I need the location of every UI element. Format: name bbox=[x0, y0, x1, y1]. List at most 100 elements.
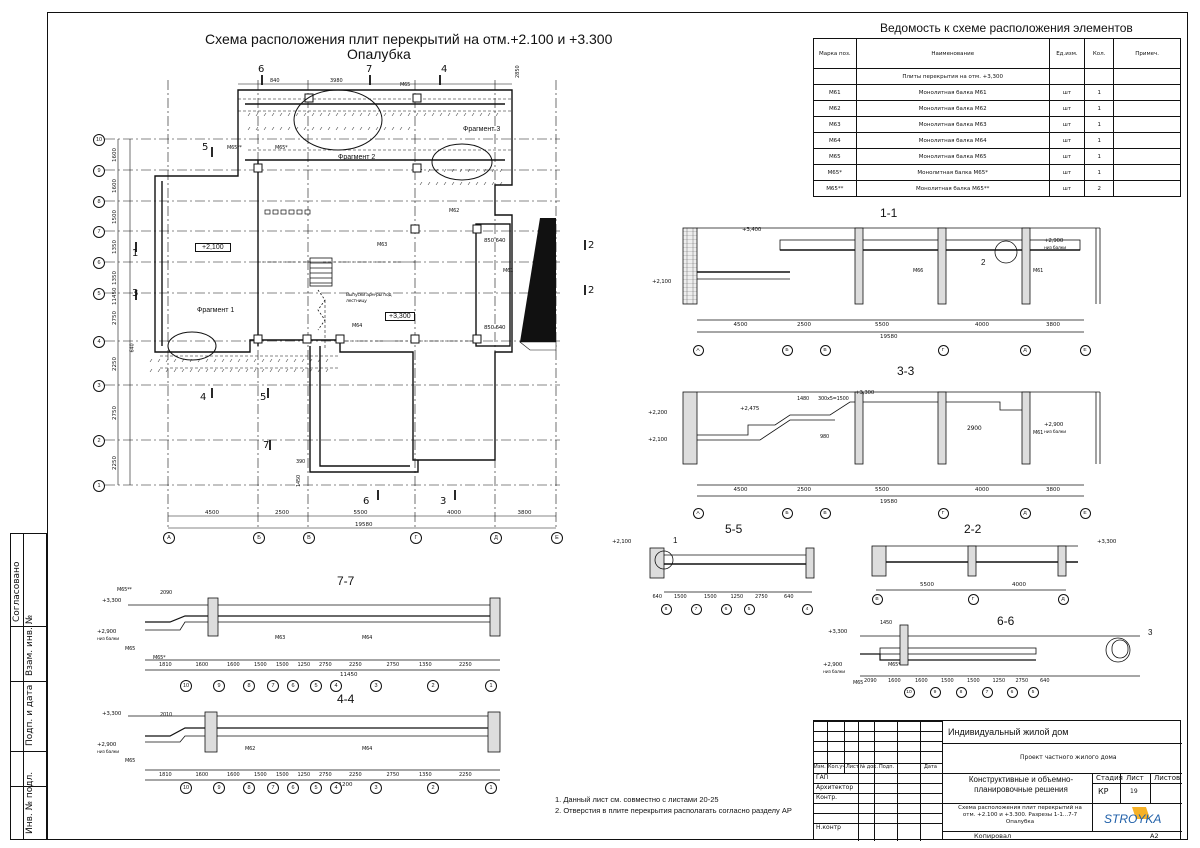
section-77-title: 7-7 bbox=[337, 574, 355, 588]
s77-m65s: М65* bbox=[153, 655, 166, 661]
s11-dim-4: 3800 bbox=[1046, 322, 1060, 328]
s44-level-note: низ балки bbox=[97, 750, 119, 755]
s55-axis-3: 5 bbox=[743, 603, 755, 615]
s11-axis-2: В bbox=[819, 344, 831, 356]
s66-m65s: М65* bbox=[888, 662, 901, 668]
s77-m65ss: М65** bbox=[117, 587, 132, 593]
s22-axis-0: В bbox=[871, 593, 883, 605]
s77-dim-1: 1600 bbox=[195, 662, 209, 668]
s66-dim-1: 1600 bbox=[888, 678, 901, 684]
plan-section-mark-8: 4 bbox=[200, 392, 207, 403]
s77-axis-6: 4 bbox=[330, 680, 342, 692]
s44-dim-6: 2750 bbox=[319, 772, 332, 778]
s66-dim-3: 1500 bbox=[941, 678, 954, 684]
s44-m62: М62 bbox=[245, 746, 256, 752]
plan-m63: М63 bbox=[377, 242, 388, 248]
s33-axis-0: А bbox=[692, 507, 704, 519]
plan-section-mark-10: 6 bbox=[363, 496, 370, 507]
s44-level-bottom: +2,900 bbox=[97, 742, 117, 748]
plan-section-mark-0: 6 bbox=[258, 64, 265, 75]
s77-axis-8: 2 bbox=[427, 680, 439, 692]
s77-dim-4: 1500 bbox=[276, 662, 289, 668]
s44-dim-2: 1600 bbox=[227, 772, 240, 778]
plan-section-mark-1: 7 bbox=[366, 64, 373, 75]
tb-copied: Копировал bbox=[974, 832, 1012, 840]
s11-axis-4: Д bbox=[1019, 344, 1031, 356]
plan-dim-bottom-4: 3800 bbox=[517, 510, 532, 516]
plan-axis-row-2: 8 bbox=[93, 196, 105, 208]
tb-sheet-title: Схема расположения плит перекрытий на от… bbox=[958, 805, 1082, 825]
s77-d2090: 2090 bbox=[160, 590, 172, 596]
s44-dim-8: 2750 bbox=[386, 772, 400, 778]
level-center-label: +3,300 bbox=[385, 312, 415, 321]
fragment3-label: Фрагмент 3 bbox=[463, 126, 501, 133]
s77-axis-0: 10 bbox=[180, 680, 192, 692]
s44-dim-7: 2250 bbox=[349, 772, 362, 778]
s66-axis-4: 6 bbox=[1006, 686, 1018, 698]
s66-level-bottom: +2,900 bbox=[823, 662, 843, 668]
s77-dim-2: 1600 bbox=[227, 662, 240, 668]
s55-level: +2,100 bbox=[612, 539, 632, 545]
stroyka-logo: STROYKA bbox=[1102, 805, 1172, 829]
plan-axis-row-4: 6 bbox=[93, 257, 105, 269]
sched-cell-6-4 bbox=[1113, 180, 1181, 197]
tb-col-izm: Изм. bbox=[814, 764, 826, 770]
schedule-table: Марка поз. Наименование Ед.изм. Кол. При… bbox=[813, 38, 1181, 197]
plan-axis-col-0: А bbox=[163, 532, 175, 544]
logo-mark-icon: STROYKA bbox=[1104, 807, 1161, 826]
s33-axis-4: Д bbox=[1019, 507, 1031, 519]
s33-m61: М61 bbox=[1033, 430, 1044, 436]
s44-dim-4: 1500 bbox=[276, 772, 289, 778]
s55-dim-0: 640 bbox=[652, 594, 663, 600]
s55-dim-1: 1500 bbox=[674, 594, 687, 600]
s44-m65: М65 bbox=[125, 758, 136, 764]
s66-level-top: +3,300 bbox=[828, 629, 848, 635]
plan-section-mark-2: 4 bbox=[441, 64, 448, 75]
s44-dim-3: 1500 bbox=[254, 772, 267, 778]
note-2: 2. Отверстия в плите перекрытия располаг… bbox=[555, 806, 792, 815]
s66-level-note: низ балки bbox=[823, 670, 845, 675]
s33-axis-3: Г bbox=[937, 507, 949, 519]
plan-m62: М62 bbox=[449, 208, 460, 214]
s22-dim-1: 4000 bbox=[1012, 582, 1026, 588]
s77-dim-9: 1350 bbox=[419, 662, 432, 668]
plan-dim-850b: 850 640 bbox=[484, 325, 506, 331]
s66-m65: М65 bbox=[853, 680, 864, 686]
plan-subtitle: Опалубка bbox=[347, 46, 411, 62]
s11-dim-0: 4500 bbox=[733, 322, 748, 328]
title-block: Изм. Кол.уч. Лист № док. Подп. Дата ГАП … bbox=[813, 720, 1182, 841]
sched-header-mark: Марка поз. bbox=[813, 38, 857, 69]
s77-axis-3: 7 bbox=[267, 680, 279, 692]
s77-axis-7: 3 bbox=[370, 680, 382, 692]
plan-section-mark-12: 2 bbox=[588, 240, 595, 251]
s33-axis-1: Б bbox=[781, 507, 793, 519]
s44-dim-total: 11200 bbox=[335, 782, 353, 788]
s44-axis-2: 8 bbox=[243, 782, 255, 794]
tb-subtitle: Проект частного жилого дома bbox=[1020, 754, 1117, 761]
tb-section: Конструктивные и объемно-планировочные р… bbox=[968, 775, 1074, 794]
s66-axis-0: 10 bbox=[903, 686, 915, 698]
s44-axis-8: 2 bbox=[427, 782, 439, 794]
tb-role-kontr: Контр. bbox=[816, 794, 838, 801]
s66-axis-1: 9 bbox=[929, 686, 941, 698]
section-22-title: 2-2 bbox=[964, 522, 982, 536]
s44-dim-5: 1250 bbox=[297, 772, 311, 778]
plan-axis-row-6: 4 bbox=[93, 336, 105, 348]
plan-dim-390: 390 bbox=[296, 459, 305, 465]
s77-level-note: низ балки bbox=[97, 637, 119, 642]
logo-text: STROYKA bbox=[1104, 812, 1161, 826]
s33-level-right: +2,900 bbox=[1044, 422, 1064, 428]
s55-dim-3: 1250 bbox=[730, 594, 744, 600]
tb-stage-label: Стадия bbox=[1096, 774, 1123, 782]
s11-dim-2: 5500 bbox=[875, 322, 889, 328]
s44-d2010: 2010 bbox=[160, 712, 172, 718]
plan-section-mark-3: 5 bbox=[202, 142, 209, 153]
s22-level: +3,300 bbox=[1097, 539, 1117, 545]
s33-d1480: 1480 bbox=[797, 396, 809, 402]
s55-callout: 1 bbox=[673, 536, 678, 545]
